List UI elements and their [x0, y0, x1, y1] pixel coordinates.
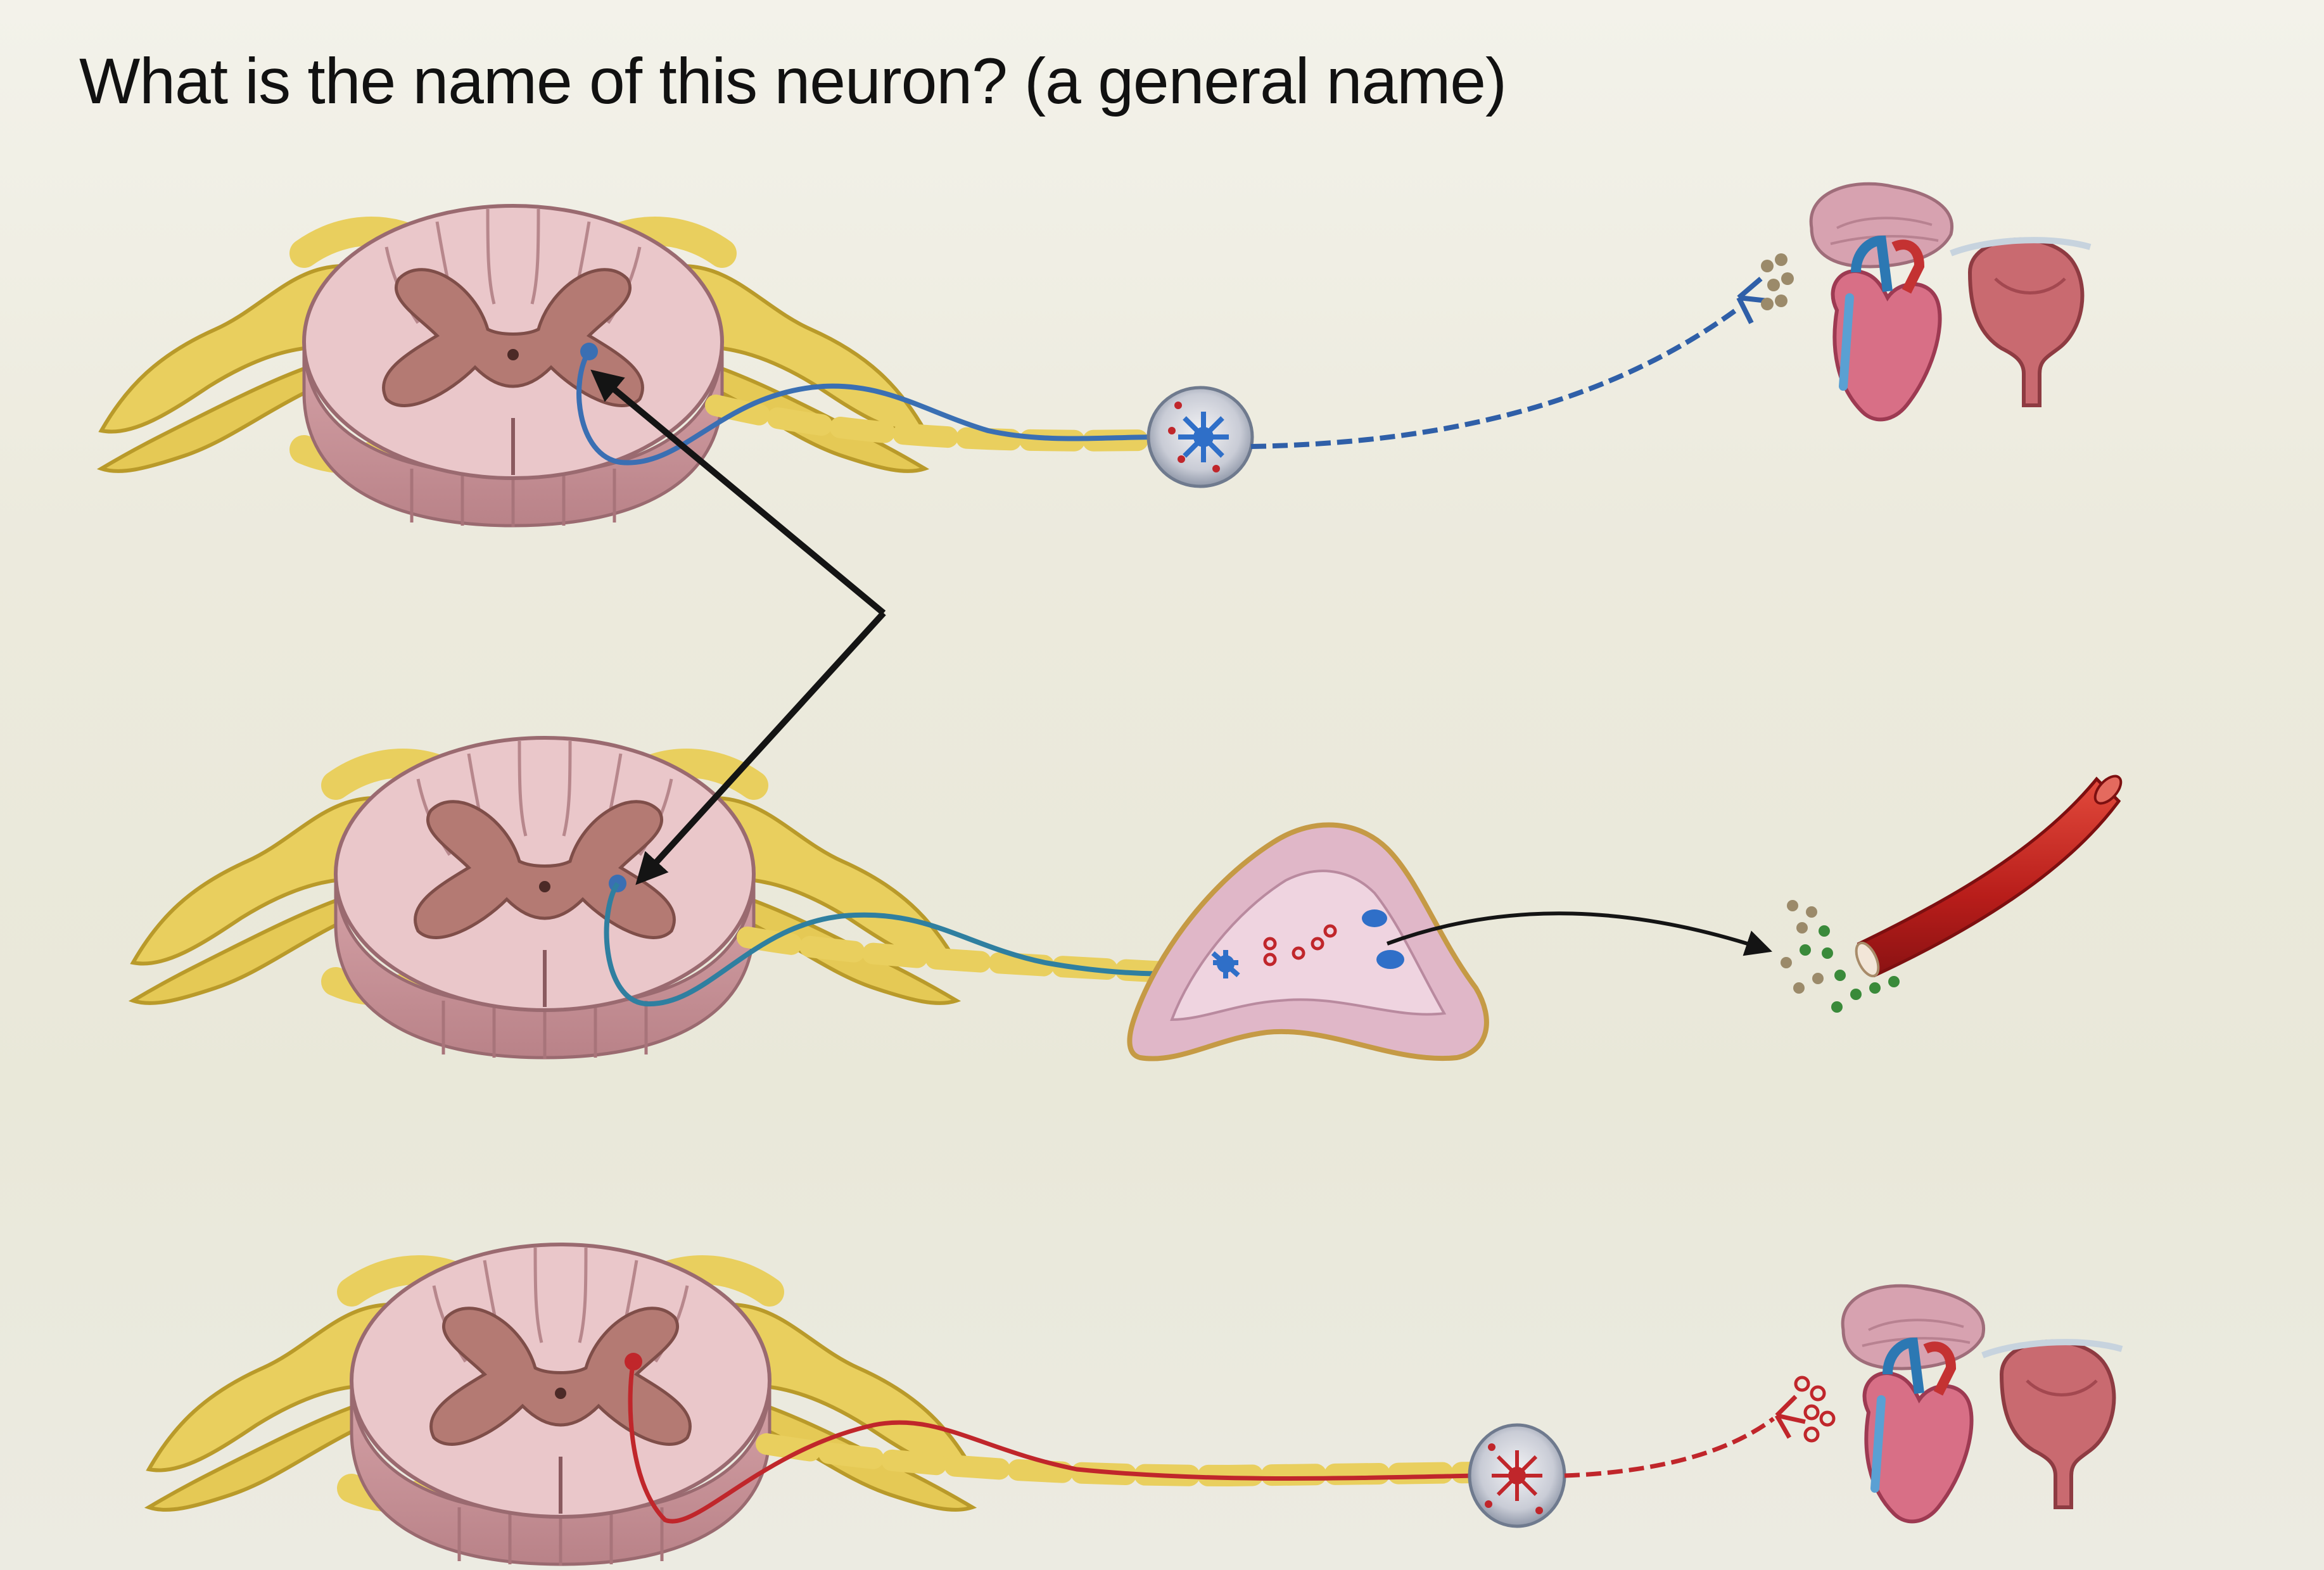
nerve-tract	[737, 927, 1176, 983]
row-adrenal	[133, 738, 2123, 1061]
adrenal-medulla-icon	[1127, 822, 1489, 1061]
organs-icon	[1843, 1286, 2122, 1521]
spinal-cord-icon	[133, 738, 956, 1059]
hormone-secretion-icon	[1781, 900, 1900, 1013]
postganglionic-axon	[1250, 308, 1737, 449]
axon-terminal-icon	[1774, 1376, 1836, 1443]
row-parasympathetic	[149, 1244, 2122, 1566]
blood-vessel-icon	[1855, 775, 2123, 978]
ganglion-icon	[1468, 1423, 1566, 1528]
question-text: What is the name of this neuron? (a gene…	[79, 45, 1507, 117]
ganglion-icon	[1146, 386, 1254, 488]
preganglionic-axon	[576, 350, 1160, 465]
pointer-arrow	[590, 369, 886, 885]
spinal-cord-icon	[149, 1244, 972, 1566]
secretion-arrow	[1386, 911, 1772, 956]
spinal-cord-icon	[101, 206, 925, 527]
preganglionic-axon	[628, 1361, 1476, 1524]
preganglionic-axon	[604, 882, 1223, 1007]
axon-terminal-icon	[1736, 253, 1794, 324]
postganglionic-axon	[1564, 1417, 1775, 1478]
row-sympathetic	[101, 184, 2090, 527]
organs-icon	[1811, 184, 2090, 419]
